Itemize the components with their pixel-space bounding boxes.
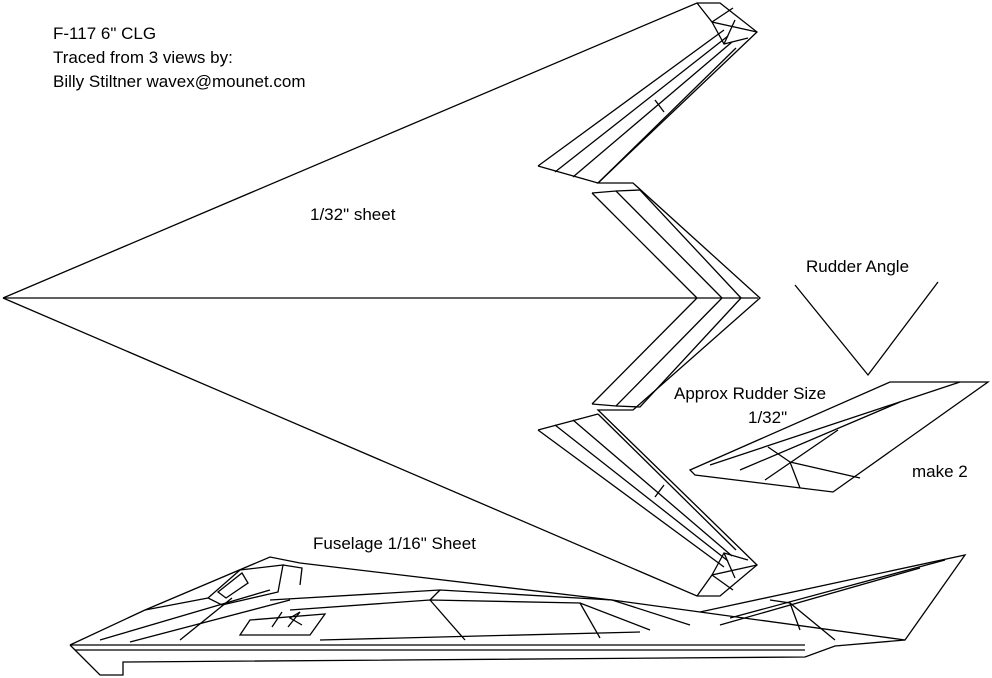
fuselage-sheet-label: Fuselage 1/16" Sheet bbox=[313, 534, 476, 553]
wing-upper-inner-panel bbox=[591, 189, 742, 299]
fuselage-outline bbox=[69, 554, 967, 676]
rudder-quantity-label: make 2 bbox=[912, 462, 968, 481]
rudder-thickness-label: 1/32" bbox=[748, 408, 788, 427]
wing-lower-inner-panel bbox=[591, 297, 742, 408]
fuselage-canopy bbox=[144, 564, 303, 611]
rudder-size-label: Approx Rudder Size bbox=[674, 384, 827, 403]
wing-sheet-label: 1/32" sheet bbox=[310, 205, 396, 224]
fuselage-body-panels bbox=[99, 589, 691, 643]
wing-lower-tip-details bbox=[696, 552, 758, 597]
title-model: F-117 6" CLG bbox=[53, 24, 157, 43]
title-traced-from: Traced from 3 views by: bbox=[53, 48, 233, 67]
fuselage-tail bbox=[699, 559, 946, 641]
wing-outline bbox=[2, 2, 761, 597]
wing-upper-leading-edge-lines bbox=[537, 29, 737, 184]
rudder-angle-vee bbox=[794, 281, 939, 377]
title-author: Billy Stiltner wavex@mounet.com bbox=[53, 72, 306, 91]
wing-upper-tip-details bbox=[696, 2, 758, 45]
wing-lower-leading-edge-lines bbox=[537, 413, 737, 568]
rudder-angle-label: Rudder Angle bbox=[806, 257, 910, 276]
rudder-outline bbox=[688, 381, 991, 493]
